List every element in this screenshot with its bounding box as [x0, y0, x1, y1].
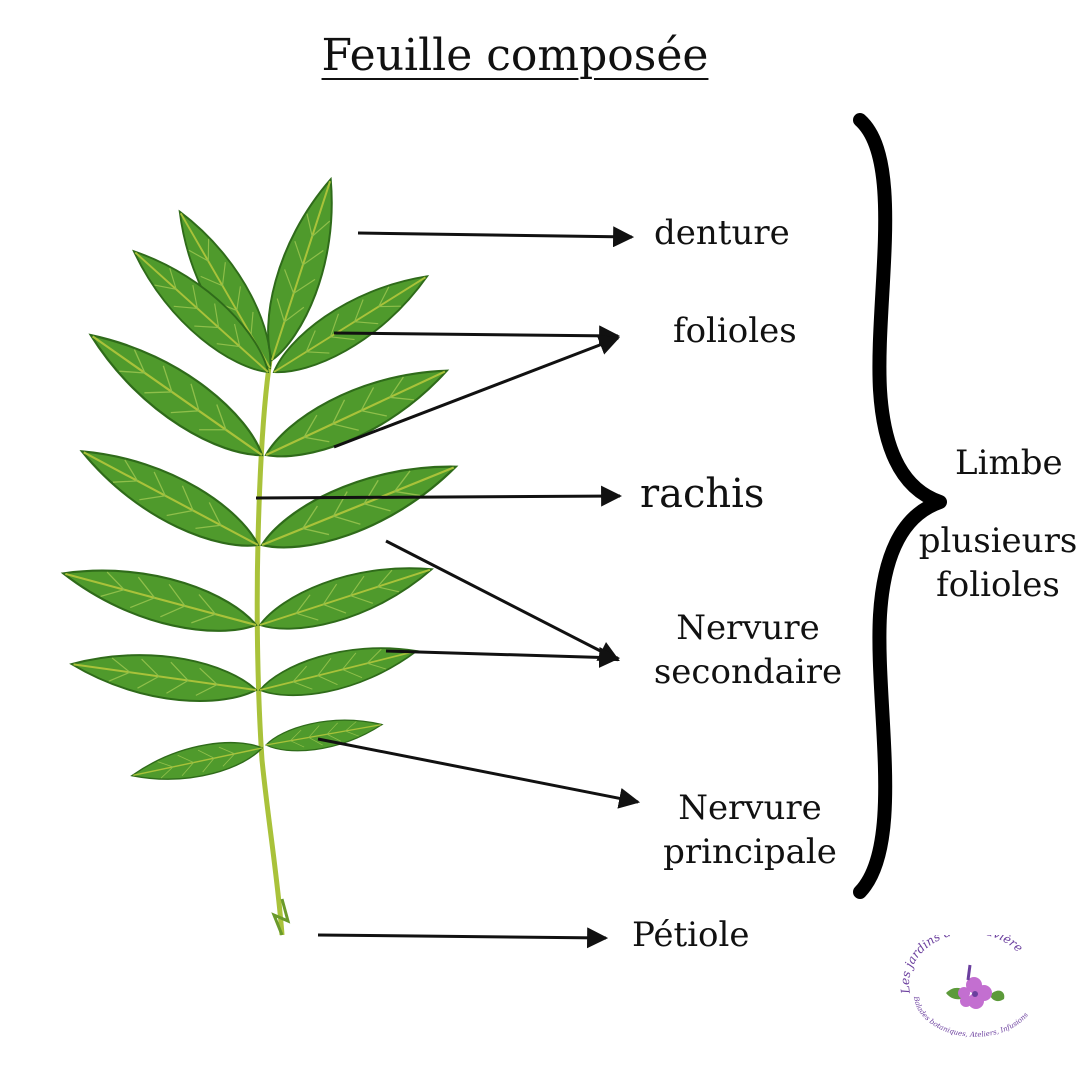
leaflet: [263, 710, 385, 759]
compound-leaf-illustration: [56, 171, 466, 936]
leaflet: [254, 632, 422, 709]
label-nervure-principale-line1: Nervure: [678, 788, 822, 828]
arrow-nervure-secondaire-1: [385, 539, 620, 662]
rachis-stem: [254, 359, 285, 936]
arrow-folioles-2: [333, 334, 620, 449]
label-limbe: Limbe: [955, 443, 1063, 483]
label-nervure-principale-line2: principale: [663, 832, 837, 872]
label-petiole: Pétiole: [632, 915, 750, 955]
page-title: Feuille composée: [321, 30, 709, 81]
label-denture: denture: [654, 213, 790, 253]
leaflet: [67, 642, 260, 712]
leaflet: [128, 732, 266, 791]
leaflet: [56, 550, 263, 648]
leaflet: [252, 443, 466, 568]
label-nervure-secondaire-line2: secondaire: [653, 652, 843, 692]
arrow-nervure-secondaire-2: [385, 646, 621, 668]
label-nervure-secondaire: Nervure secondaire: [648, 606, 848, 694]
logo-name: Les jardins de la Lavière: [898, 935, 1026, 995]
label-rachis: rachis: [640, 471, 765, 517]
label-nervure-principale: Nervure principale: [650, 786, 850, 874]
arrow-petiole: [317, 927, 609, 949]
svg-text:Les jardins de la Lavière: Les jardins de la Lavière: [898, 935, 1026, 995]
label-plusieurs-folioles: plusieurs folioles: [918, 519, 1078, 607]
label-nervure-secondaire-line1: Nervure: [676, 608, 820, 648]
arrow-rachis: [255, 485, 623, 507]
arrow-folioles-1: [333, 325, 621, 347]
label-plusieurs-folioles-line2: folioles: [936, 565, 1060, 605]
arrow-denture: [357, 226, 635, 248]
limbe-brace: [853, 113, 947, 899]
flower-icon: [946, 964, 1005, 1009]
label-plusieurs-folioles-line1: plusieurs: [918, 521, 1078, 561]
leaflet: [252, 549, 439, 646]
annotation-arrows: [255, 226, 641, 949]
logo: Les jardins de la Lavière Balades botani…: [898, 935, 1030, 1039]
arrow-nervure-principale: [317, 737, 641, 809]
label-folioles: folioles: [673, 311, 797, 351]
